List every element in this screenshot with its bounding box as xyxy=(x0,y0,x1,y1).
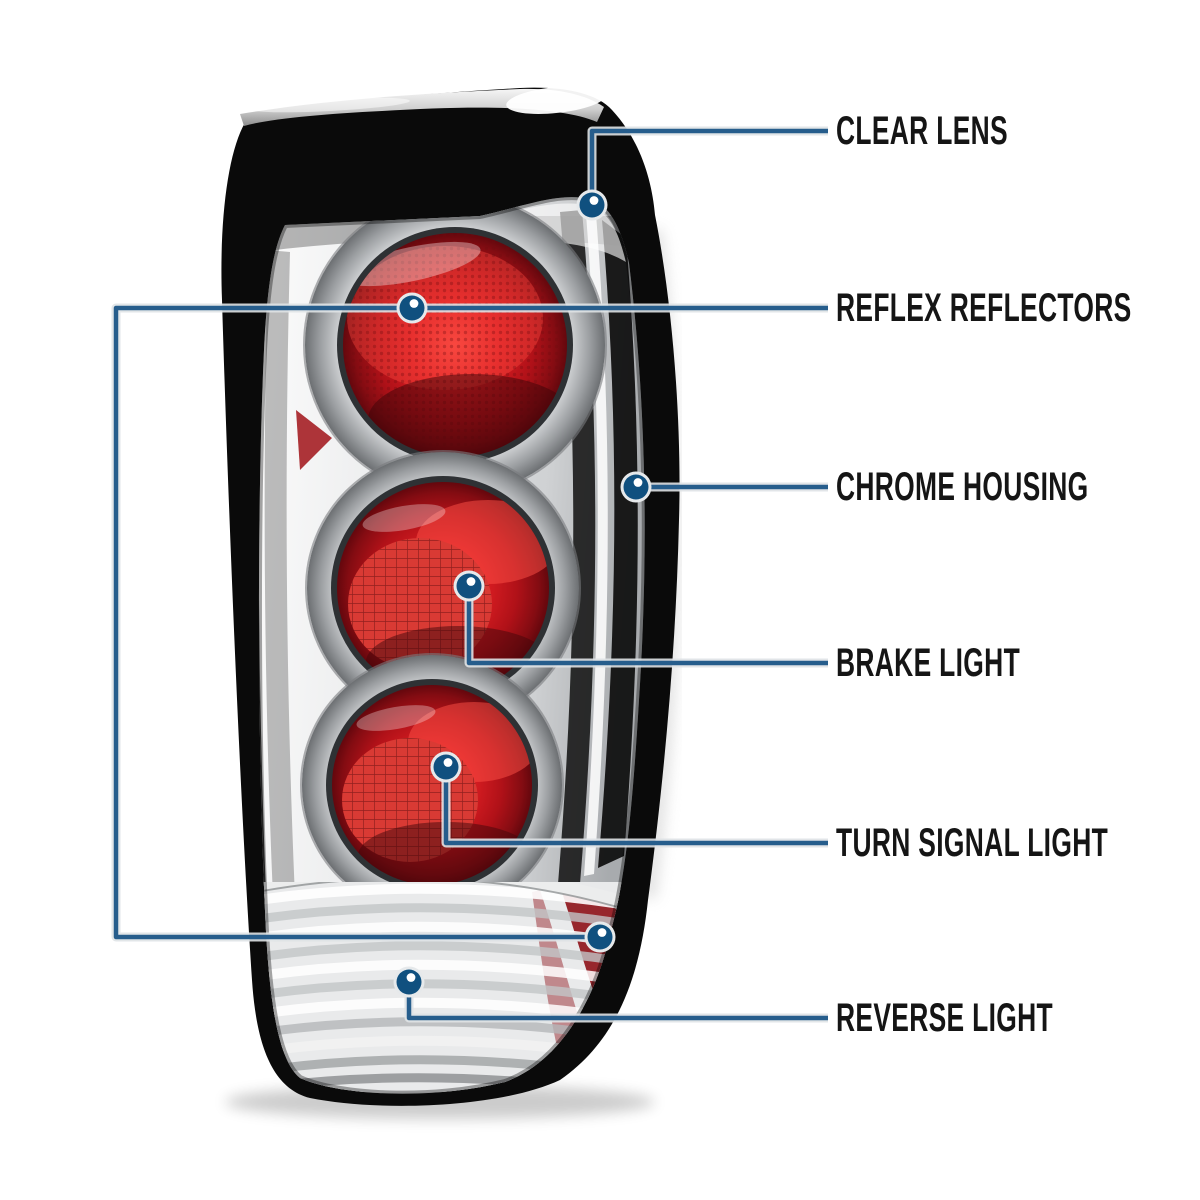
cap-chrome-strip xyxy=(240,86,606,126)
callout-line-clear-lens xyxy=(589,128,828,205)
reverse-light-section xyxy=(258,882,645,1092)
label-reflex-reflectors-text: REFLEX REFLECTORS xyxy=(836,286,1132,330)
callout-dot-turn-signal xyxy=(430,751,462,783)
label-reverse-light-text: REVERSE LIGHT xyxy=(836,996,1053,1040)
label-reflex-reflectors: REFLEX REFLECTORS xyxy=(836,288,1200,328)
callout-dot-reverse-light xyxy=(393,966,425,998)
label-turn-signal-light: TURN SIGNAL LIGHT xyxy=(836,823,1200,863)
label-reverse-light: REVERSE LIGHT xyxy=(836,998,1165,1038)
callout-dots xyxy=(393,189,652,998)
callout-line-turn xyxy=(443,767,828,846)
callout-dot-chrome-housing xyxy=(620,471,652,503)
callout-dot-brake-light xyxy=(453,570,485,602)
label-turn-signal-light-text: TURN SIGNAL LIGHT xyxy=(836,821,1109,865)
label-chrome-housing-text: CHROME HOUSING xyxy=(836,465,1089,509)
label-brake-light-text: BRAKE LIGHT xyxy=(836,641,1021,685)
label-brake-light: BRAKE LIGHT xyxy=(836,643,1115,683)
lamp-brake-light xyxy=(305,450,581,726)
chrome-faceplate xyxy=(258,197,645,1094)
callout-line-reflex xyxy=(113,305,828,940)
callout-dot-reflex-top xyxy=(396,292,428,324)
callout-dot-clear-lens xyxy=(576,189,608,221)
label-chrome-housing: CHROME HOUSING xyxy=(836,467,1200,507)
callout-dot-reflex-bottom xyxy=(584,921,616,953)
callout-line-brake xyxy=(466,586,828,666)
lamp-turn-signal xyxy=(300,653,564,917)
label-clear-lens: CLEAR LENS xyxy=(836,111,1097,151)
label-clear-lens-text: CLEAR LENS xyxy=(836,109,1008,153)
lamp-reflex-reflector xyxy=(303,197,607,497)
